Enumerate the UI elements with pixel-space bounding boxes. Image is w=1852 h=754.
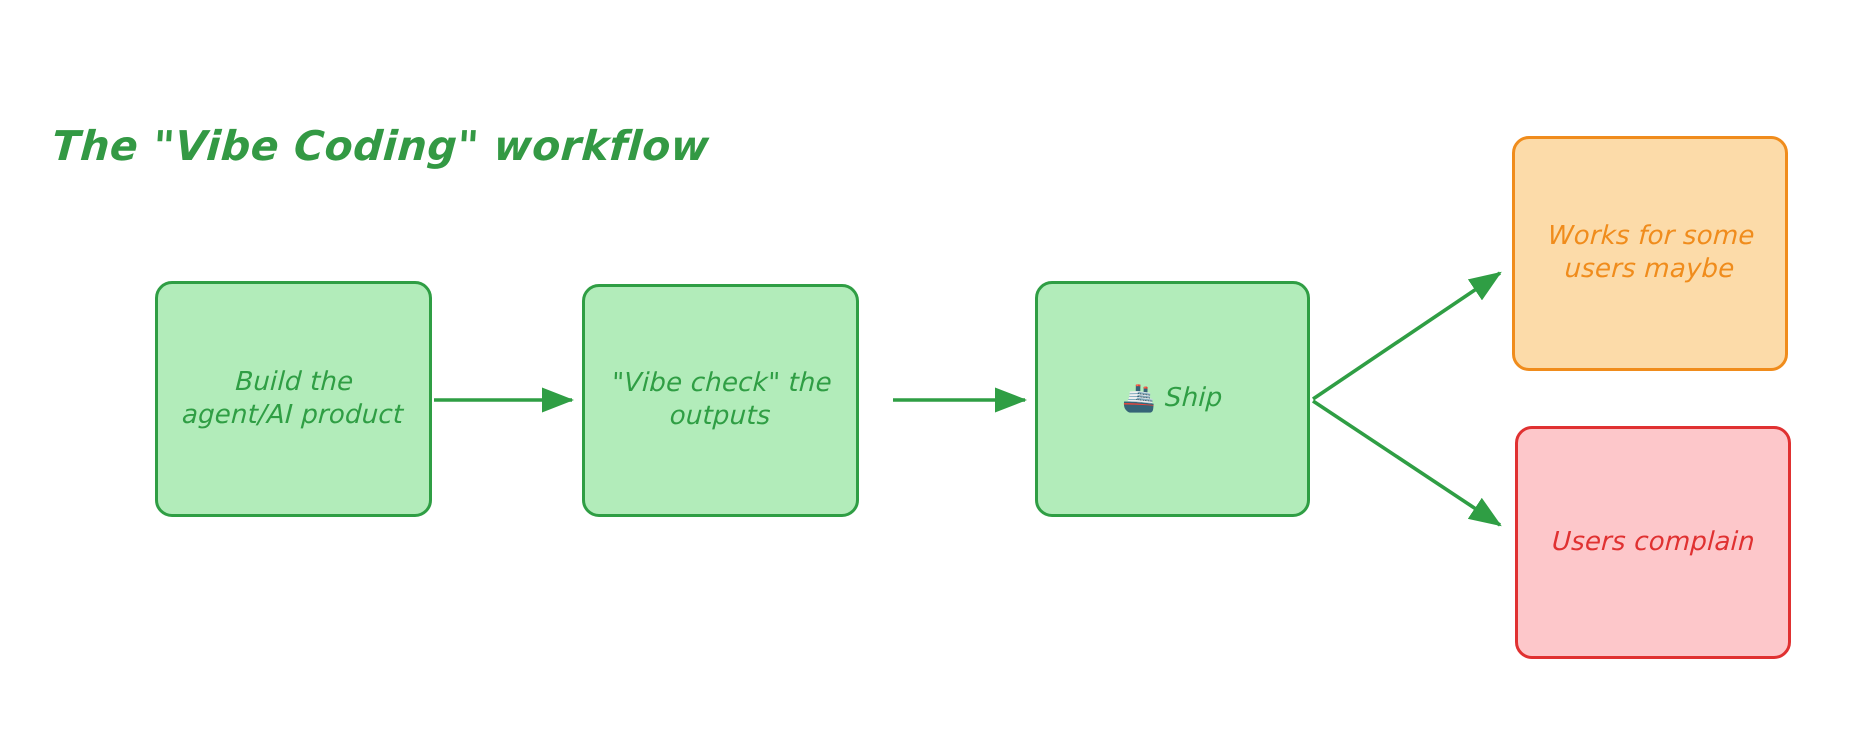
edge-ship-to-complain (1312, 399, 1502, 527)
node-works-for-some-users[interactable]: Works for some users maybe (1512, 136, 1788, 371)
node-vibe-check[interactable]: "Vibe check" the outputs (582, 284, 859, 517)
node-ship-label: Ship (1164, 383, 1224, 414)
node-ship-content: 🚢 Ship (1122, 382, 1224, 415)
node-vibe-check-label: "Vibe check" the outputs (610, 368, 833, 432)
node-build-product-label: Build the agent/AI product (181, 366, 405, 430)
node-ship[interactable]: 🚢 Ship (1035, 281, 1310, 517)
node-works-for-some-users-label: Works for some users maybe (1546, 221, 1756, 285)
node-users-complain[interactable]: Users complain (1515, 426, 1791, 659)
ship-icon: 🚢 (1122, 383, 1157, 415)
node-build-product[interactable]: Build the agent/AI product (155, 281, 432, 517)
edge-ship-to-works (1311, 271, 1502, 401)
node-users-complain-label: Users complain (1550, 526, 1756, 557)
